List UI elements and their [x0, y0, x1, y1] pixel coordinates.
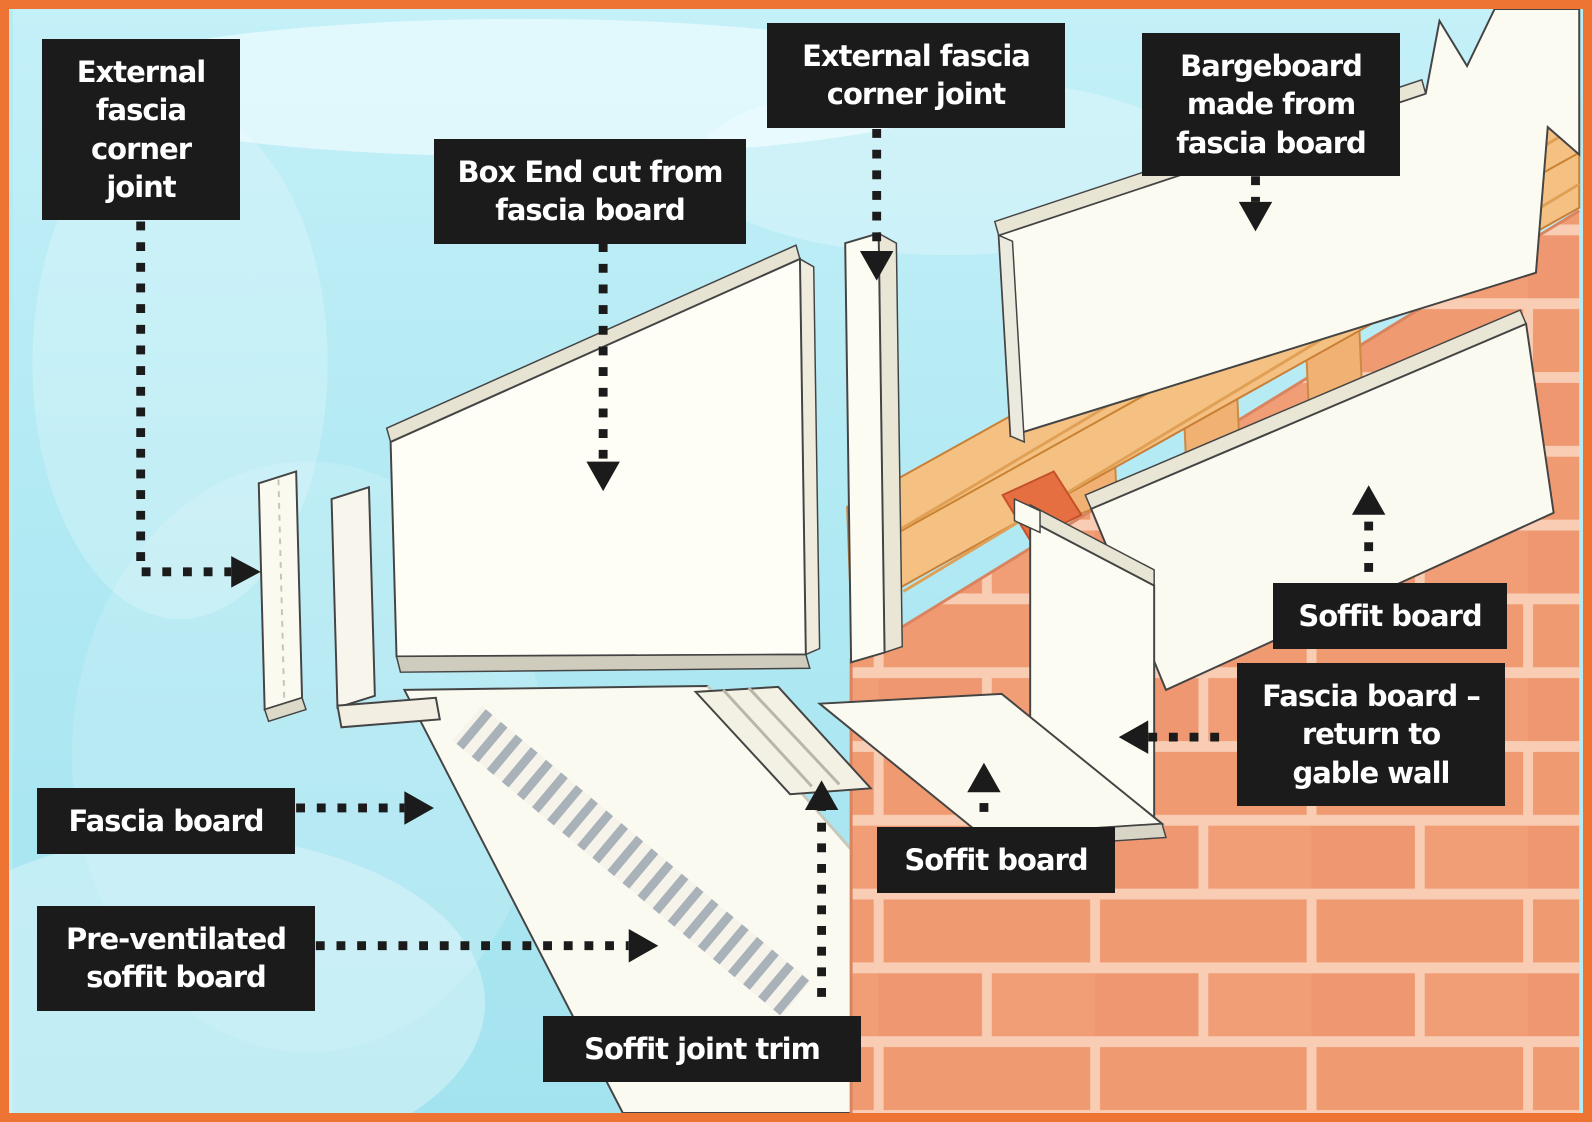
leader-lines — [136, 129, 1374, 997]
label-external-fascia-corner-joint-left: External fascia corner joint — [42, 39, 240, 221]
soffit-board-right — [1084, 309, 1555, 692]
arrowhead-soffit-center — [967, 762, 1001, 793]
arrowhead-soffit-joint-trim — [804, 780, 839, 810]
label-fascia-return: Fascia board – return to gable wall — [1237, 663, 1505, 806]
label-pre-ventilated-soffit-board: Pre-ventilated soffit board — [37, 906, 315, 1011]
arrowhead-pre-ventilated — [628, 929, 659, 963]
soffit-joint-trim — [693, 685, 873, 796]
label-box-end: Box End cut from fascia board — [434, 139, 746, 244]
label-soffit-board-right: Soffit board — [1273, 583, 1507, 650]
arrowhead-fascia-board — [404, 791, 434, 825]
arrowhead-soffit-right — [1351, 485, 1386, 515]
label-bargeboard: Bargeboard made from fascia board — [1142, 33, 1400, 176]
arrowhead-bargeboard — [1238, 201, 1273, 232]
leader-arrowheads — [231, 201, 1386, 963]
label-external-fascia-corner-joint-top: External fascia corner joint — [767, 23, 1065, 128]
arrowhead-external-corner-left — [231, 556, 261, 588]
external-corner-joint-center — [844, 232, 904, 664]
arrowhead-box-end — [586, 461, 620, 492]
arrowhead-external-corner-top — [859, 251, 894, 281]
label-soffit-joint-trim: Soffit joint trim — [543, 1016, 861, 1083]
external-corner-joint-left — [257, 470, 307, 723]
label-soffit-board-center: Soffit board — [877, 827, 1115, 894]
fascia-j-channel — [330, 485, 441, 729]
label-fascia-board: Fascia board — [37, 788, 295, 855]
arrowhead-fascia-return — [1118, 720, 1149, 754]
box-end-fascia-board — [385, 244, 821, 673]
